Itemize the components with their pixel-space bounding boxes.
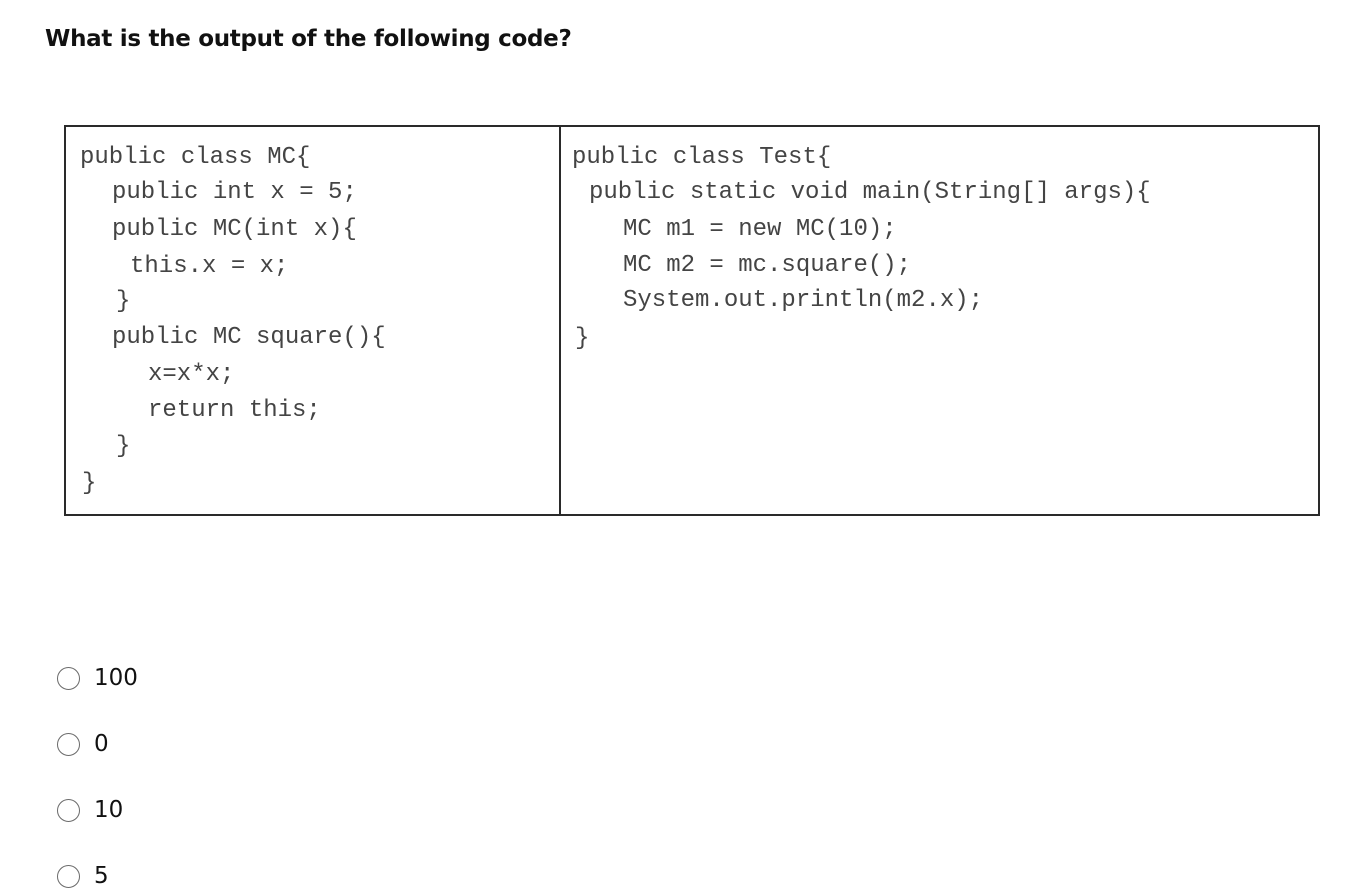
answer-label: 10 xyxy=(94,797,124,823)
test-class-code-cell: public class Test{ public static void ma… xyxy=(561,127,1318,514)
code-line: x=x*x; xyxy=(148,361,235,388)
answer-option-5[interactable]: 5 xyxy=(57,863,109,889)
code-line: MC m1 = new MC(10); xyxy=(623,216,897,243)
answer-label: 100 xyxy=(94,665,138,691)
radio-button[interactable] xyxy=(57,666,80,690)
answer-label: 5 xyxy=(94,863,109,889)
code-line: public MC(int x){ xyxy=(112,216,357,243)
code-line: System.out.println(m2.x); xyxy=(623,287,984,314)
code-line: public class MC{ xyxy=(80,144,311,171)
question-title: What is the output of the following code… xyxy=(45,26,572,52)
code-line: MC m2 = mc.square(); xyxy=(623,252,912,279)
code-line: public MC square(){ xyxy=(112,324,386,351)
code-line: } xyxy=(116,288,131,315)
answer-label: 0 xyxy=(94,731,109,757)
code-line: public static void main(String[] args){ xyxy=(589,179,1151,206)
radio-button[interactable] xyxy=(57,732,80,756)
code-line: } xyxy=(575,325,590,352)
code-line: public class Test{ xyxy=(572,144,832,171)
answer-option-0[interactable]: 0 xyxy=(57,731,109,757)
code-line: this.x = x; xyxy=(130,253,289,280)
code-line: public int x = 5; xyxy=(112,179,357,206)
code-line: return this; xyxy=(148,397,321,424)
answer-option-10[interactable]: 10 xyxy=(57,797,123,823)
answer-option-100[interactable]: 100 xyxy=(57,665,138,691)
mc-class-code-cell: public class MC{ public int x = 5; publi… xyxy=(66,127,561,514)
code-line: } xyxy=(116,433,131,460)
radio-button[interactable] xyxy=(57,864,80,888)
radio-button[interactable] xyxy=(57,798,80,822)
code-line: } xyxy=(82,470,97,497)
code-table: public class MC{ public int x = 5; publi… xyxy=(64,125,1320,516)
